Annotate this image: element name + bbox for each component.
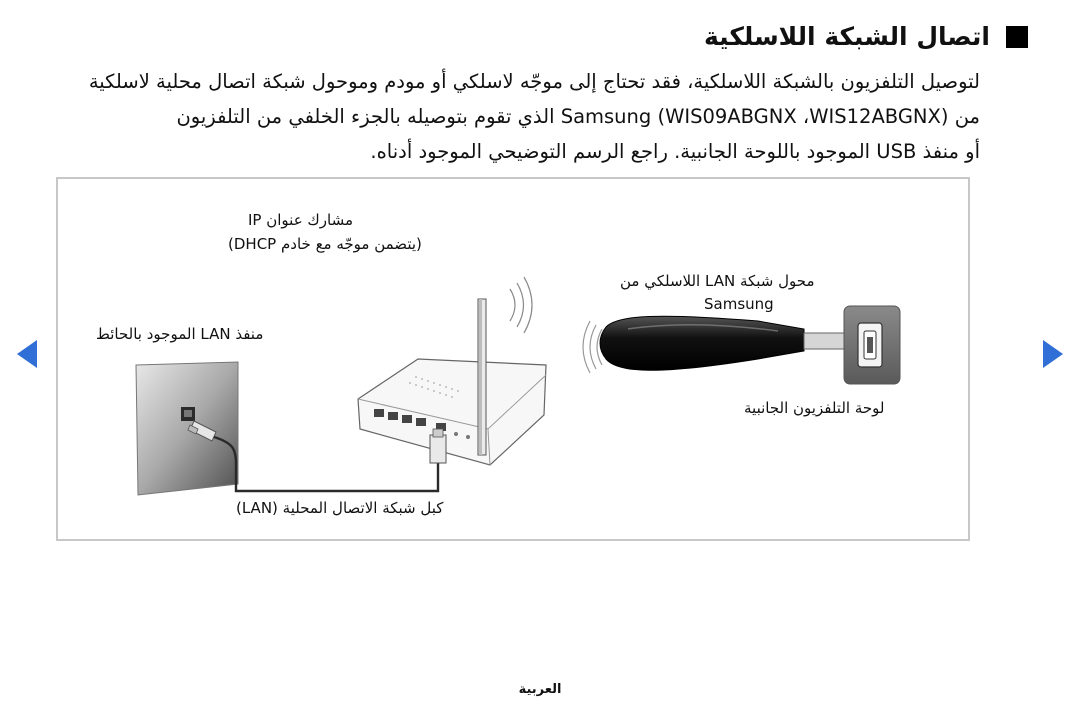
- square-bullet-icon: [1006, 25, 1028, 48]
- adapter-label-line-2: Samsung: [704, 295, 774, 313]
- lan-cable: [213, 435, 440, 493]
- wall-cable-plug: [187, 420, 217, 442]
- router-label-line-2: (يتضمن موجّه مع خادم DHCP): [228, 235, 422, 253]
- router-device: [357, 298, 547, 466]
- triangle-left-icon[interactable]: [17, 340, 37, 368]
- router-cable-plug: [429, 428, 447, 464]
- lan-cable-label: كبل شبكة الاتصال المحلية (LAN): [236, 499, 444, 517]
- router-wifi-icon: [509, 276, 533, 334]
- wall-lan-port: [135, 361, 239, 496]
- section-title: اتصال الشبكة اللاسلكية: [703, 22, 990, 51]
- diagram-illustration: [135, 276, 901, 496]
- body-line-2: من (WIS09ABGNX ،WIS12ABGNX) Samsung الذي…: [176, 105, 980, 128]
- network-diagram: مشارك عنوان IP (يتضمن موجّه مع خادم DHCP…: [56, 177, 970, 541]
- section-heading: اتصال الشبكة اللاسلكية: [704, 22, 1028, 51]
- body-paragraph: لتوصيل التلفزيون بالشبكة اللاسلكية، فقد …: [50, 64, 980, 169]
- page-footer-language: العربية: [518, 682, 562, 697]
- adapter-label-line-1: محول شبكة LAN اللاسلكي من: [620, 272, 815, 290]
- adapter-wifi-icon: [582, 320, 603, 374]
- wireless-lan-adapter: [599, 315, 845, 371]
- tv-panel-label: لوحة التلفزيون الجانبية: [744, 399, 885, 417]
- body-line-3: أو منفذ USB الموجود باللوحة الجانبية. را…: [370, 140, 980, 163]
- tv-side-panel: [843, 305, 901, 385]
- triangle-right-icon[interactable]: [1043, 340, 1063, 368]
- body-line-1: لتوصيل التلفزيون بالشبكة اللاسلكية، فقد …: [88, 70, 980, 93]
- router-label-line-1: مشارك عنوان IP: [248, 211, 354, 229]
- wall-port-label: منفذ LAN الموجود بالحائط: [96, 325, 264, 343]
